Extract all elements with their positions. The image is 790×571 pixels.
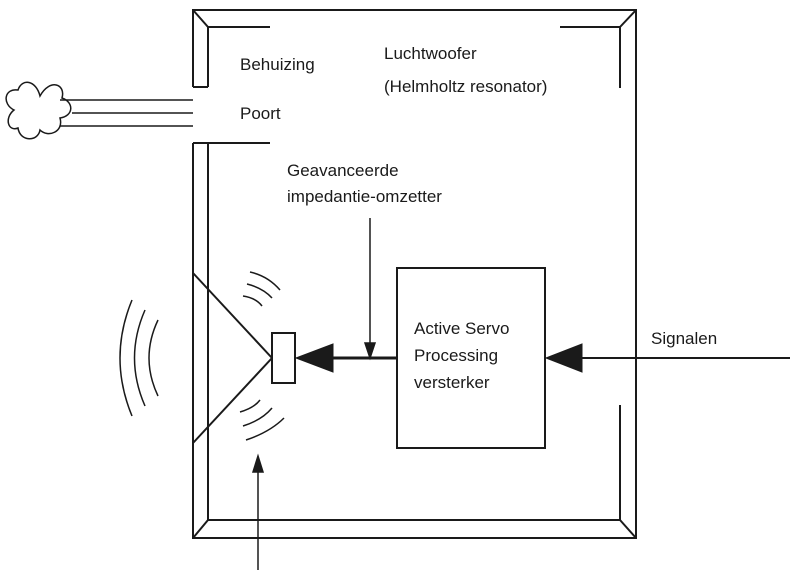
amp-to-driver-arrowhead xyxy=(294,343,334,373)
label-amp-line2: Processing xyxy=(414,346,499,365)
sound-wave-inside-bottom-1 xyxy=(239,399,261,413)
label-impedance-line1: Geavanceerde xyxy=(287,161,399,180)
sound-wave-inside-bottom-2 xyxy=(242,407,273,427)
enclosure xyxy=(192,9,637,539)
sound-waves xyxy=(119,271,285,441)
impedance-pointer-arrowhead xyxy=(363,342,377,361)
driver-pointer-arrowhead xyxy=(251,453,265,473)
enclosure-inner-top-right xyxy=(560,26,621,88)
sound-wave-inside-top-1 xyxy=(249,271,281,291)
chamfer-bottom-right xyxy=(619,519,637,539)
air-flow xyxy=(5,81,193,140)
driver-cone-upper xyxy=(192,272,273,359)
sound-wave-outside-3 xyxy=(148,319,159,397)
enclosure-outer-wall xyxy=(192,9,637,539)
label-amp-line1: Active Servo xyxy=(414,319,510,338)
amplifier-box xyxy=(396,267,546,449)
signal-flow xyxy=(294,343,790,373)
signal-input-arrowhead xyxy=(544,343,583,373)
label-luchtwoofer: Luchtwoofer xyxy=(384,44,477,63)
driver xyxy=(192,272,296,444)
sound-wave-inside-top-3 xyxy=(242,295,263,307)
label-impedance-line2: impedantie-omzetter xyxy=(287,187,442,206)
chamfer-bottom-left xyxy=(192,519,209,539)
label-amp-line3: versterker xyxy=(414,373,490,392)
sound-wave-outside-2 xyxy=(133,309,146,407)
annotation-pointers xyxy=(251,218,377,570)
sound-wave-inside-top-2 xyxy=(246,283,273,299)
driver-cone-lower xyxy=(192,357,273,444)
air-cloud-icon xyxy=(5,81,72,140)
label-signalen: Signalen xyxy=(651,329,718,348)
chamfer-top-right xyxy=(619,9,637,28)
sound-wave-outside-1 xyxy=(119,299,133,417)
label-helmholtz: (Helmholtz resonator) xyxy=(384,77,548,96)
label-behuizing: Behuizing xyxy=(240,55,315,74)
voice-coil xyxy=(271,332,296,384)
label-poort: Poort xyxy=(240,104,281,123)
sound-wave-inside-bottom-3 xyxy=(245,417,285,441)
chamfer-top-left xyxy=(192,9,209,28)
